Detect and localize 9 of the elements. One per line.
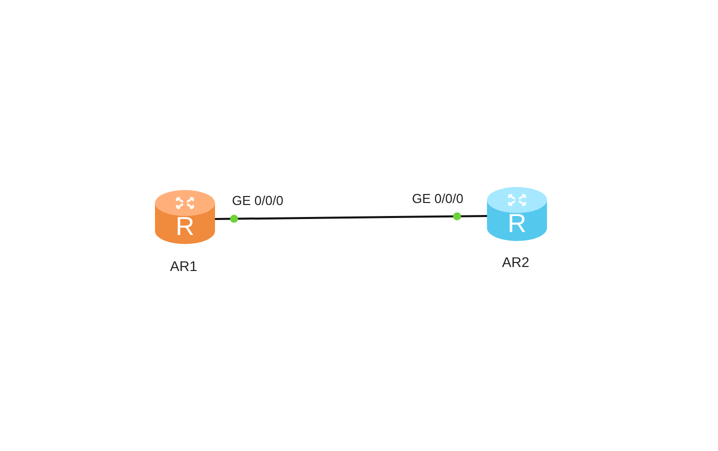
router-name: AR2 xyxy=(502,253,530,272)
link-line xyxy=(214,212,488,223)
router-name: AR1 xyxy=(170,257,198,276)
port-label: GE 0/0/0 xyxy=(232,192,284,210)
router-letter: R xyxy=(174,213,196,239)
router-letter: R xyxy=(506,210,528,236)
router-cylinder xyxy=(155,189,215,245)
router-cylinder xyxy=(487,186,547,242)
port-label: GE 0/0/0 xyxy=(412,190,464,208)
